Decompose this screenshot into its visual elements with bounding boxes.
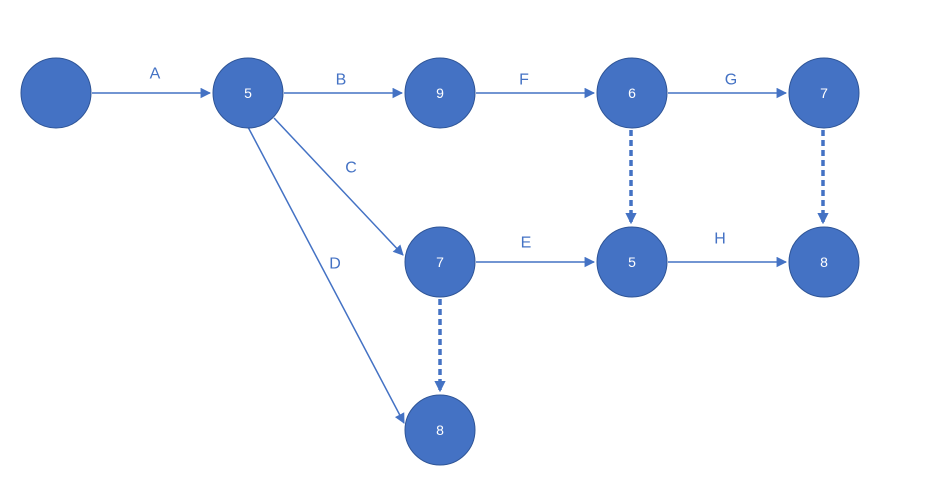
node-8: 8 (404, 394, 476, 466)
edge-label-c: C (345, 160, 357, 177)
node-7: 8 (788, 226, 860, 298)
edge-c (273, 117, 404, 256)
edge-label-f: F (519, 72, 529, 89)
node-5: 7 (404, 226, 476, 298)
edge-label-g: G (725, 72, 737, 89)
node-3-label: 6 (628, 85, 636, 101)
node-7-label: 8 (820, 254, 828, 270)
node-1-label: 5 (244, 85, 252, 101)
node-4-label: 7 (820, 85, 828, 101)
edge-label-e: E (521, 235, 532, 252)
edge-d (247, 126, 405, 424)
node-4: 7 (788, 57, 860, 129)
edge-label-d: D (329, 256, 341, 273)
node-2-label: 9 (436, 85, 444, 101)
node-8-label: 8 (436, 422, 444, 438)
node-2: 9 (404, 57, 476, 129)
node-start (20, 57, 92, 129)
node-6: 5 (596, 226, 668, 298)
edge-label-b: B (336, 72, 347, 89)
node-3: 6 (596, 57, 668, 129)
node-1: 5 (212, 57, 284, 129)
node-6-label: 5 (628, 254, 636, 270)
edge-label-h: H (714, 231, 726, 248)
edge-label-a: A (150, 66, 161, 83)
node-5-label: 7 (436, 254, 444, 270)
